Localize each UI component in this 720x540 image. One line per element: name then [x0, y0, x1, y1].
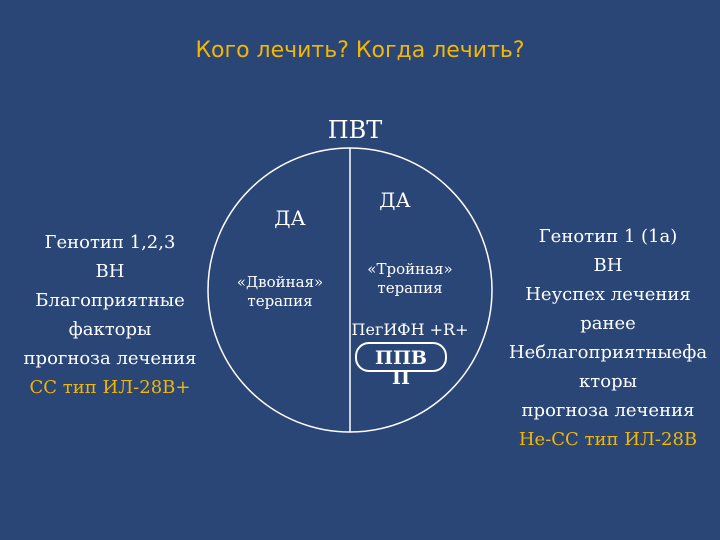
left-therapy-line-1: «Двойная»	[236, 273, 324, 291]
left-criteria-highlight: СС тип ИЛ-28В+	[29, 377, 191, 398]
right-criteria-highlight: Не-СС тип ИЛ-28В	[518, 429, 698, 450]
left-criteria-line: факторы	[68, 319, 152, 340]
ppv-box	[355, 342, 447, 372]
left-yes-label: ДА	[274, 206, 306, 230]
right-yes-label: ДА	[379, 188, 411, 212]
right-therapy-line-2: терапия	[377, 279, 443, 297]
right-therapy-label: «Тройная» терапия	[350, 260, 470, 298]
right-criteria-line: ранее	[580, 313, 636, 334]
right-criteria-line: кторы	[579, 371, 637, 392]
root-label-pvt: ПВТ	[327, 116, 383, 144]
slide-title: Кого лечить? Когда лечить?	[195, 38, 525, 63]
left-criteria-line: Генотип 1,2,3	[44, 232, 176, 253]
left-criteria-line: ВН	[95, 261, 125, 282]
right-criteria-line: прогноза лечения	[521, 400, 695, 421]
ppv-line-2: П	[392, 367, 410, 389]
right-criteria-line: Неблагоприятныефа	[508, 342, 708, 363]
left-therapy-label: «Двойная» терапия	[220, 273, 340, 311]
right-criteria-line: Генотип 1 (1а)	[538, 226, 678, 247]
left-criteria-line: прогноза лечения	[23, 348, 197, 369]
ppv-line-1: ППВ	[375, 347, 427, 369]
right-criteria-line: ВН	[593, 255, 623, 276]
left-criteria: Генотип 1,2,3 ВН Благоприятные факторы п…	[15, 228, 205, 402]
left-criteria-line: Благоприятные	[35, 290, 185, 311]
right-criteria-line: Неуспех лечения	[525, 284, 691, 305]
right-therapy-line-1: «Тройная»	[367, 260, 453, 278]
right-formula: ПегИФН +R+	[351, 320, 469, 339]
ppv-label: ППВ П	[355, 348, 447, 388]
right-criteria: Генотип 1 (1а) ВН Неуспех лечения ранее …	[503, 222, 713, 454]
left-therapy-line-2: терапия	[247, 292, 313, 310]
